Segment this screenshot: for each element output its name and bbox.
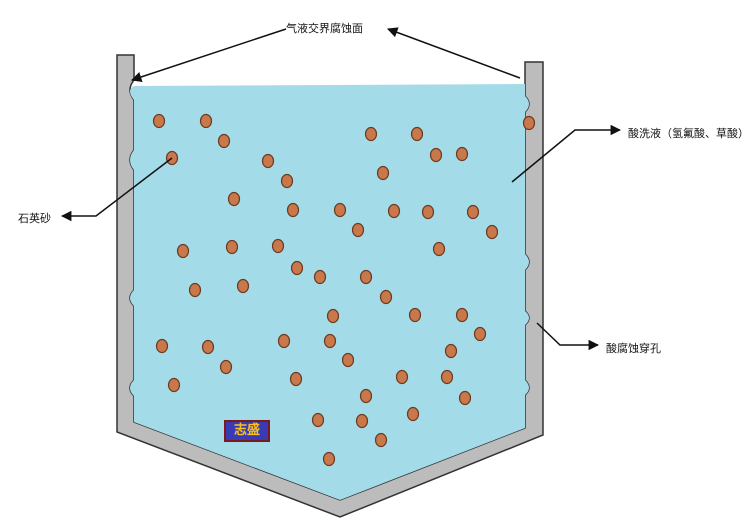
quartz-sand-particle	[326, 308, 340, 324]
quartz-sand-particle	[395, 369, 409, 385]
quartz-sand-particle	[408, 307, 422, 323]
quartz-sand-particle	[188, 282, 202, 298]
quartz-sand-particle	[152, 113, 166, 129]
quartz-sand-particle	[236, 278, 250, 294]
quartz-sand-particle	[406, 406, 420, 422]
acid-solution-label: 酸洗液（氢氟酸、草酸）	[628, 127, 749, 140]
quartz-sand-particle	[289, 371, 303, 387]
quartz-sand-particle	[199, 113, 213, 129]
quartz-sand-particle	[355, 413, 369, 429]
quartz-sand-particle	[455, 307, 469, 323]
quartz-sand-particle	[155, 338, 169, 354]
quartz-sand-particle	[227, 191, 241, 207]
interface-corrosion-label: 气液交界腐蚀面	[286, 22, 363, 35]
quartz-sand-particle	[455, 146, 469, 162]
quartz-sand-particle	[376, 165, 390, 181]
quartz-sand-particles	[152, 113, 536, 467]
quartz-sand-particle	[201, 339, 215, 355]
quartz-sand-particle	[387, 203, 401, 219]
quartz-sand-particle	[432, 241, 446, 257]
quartz-sand-particle	[219, 359, 233, 375]
quartz-sand-particle	[359, 269, 373, 285]
quartz-sand-particle	[421, 204, 435, 220]
quartz-sand-particle	[485, 224, 499, 240]
quartz-sand-particle	[286, 202, 300, 218]
quartz-sand-particle	[341, 352, 355, 368]
quartz-sand-particle	[322, 451, 336, 467]
quartz-sand-particle	[374, 432, 388, 448]
quartz-sand-particle	[458, 390, 472, 406]
quartz-sand-particle	[313, 269, 327, 285]
quartz-sand-particle	[466, 204, 480, 220]
quartz-sand-particle	[440, 369, 454, 385]
quartz-sand-particle	[379, 289, 393, 305]
quartz-sand-particle	[311, 412, 325, 428]
acid-leader	[511, 124, 622, 183]
acid-liquid	[130, 84, 529, 500]
quartz-sand-particle	[261, 153, 275, 169]
quartz-sand-label: 石英砂	[18, 212, 51, 225]
quartz-sand-particle	[444, 343, 458, 359]
quartz-sand-particle	[522, 115, 536, 131]
quartz-sand-particle	[277, 333, 291, 349]
quartz-sand-particle	[176, 243, 190, 259]
quartz-sand-particle	[271, 238, 285, 254]
quartz-sand-particle	[217, 133, 231, 149]
quartz-sand-particle	[410, 126, 424, 142]
quartz-sand-particle	[429, 147, 443, 163]
quartz-sand-particle	[351, 222, 365, 238]
quartz-sand-particle	[359, 388, 373, 404]
perforation-leader	[536, 322, 600, 351]
quartz-sand-particle	[167, 377, 181, 393]
sand-leader	[60, 157, 173, 222]
quartz-sand-particle	[225, 239, 239, 255]
interface-arrow-right	[387, 27, 521, 79]
interface-arrow-left	[131, 28, 287, 83]
quartz-sand-particle	[473, 326, 487, 342]
acid-perforation-label: 酸腐蚀穿孔	[606, 342, 661, 355]
quartz-sand-particle	[364, 126, 378, 142]
zhisheng-logo: 志盛	[224, 420, 270, 442]
quartz-sand-particle	[280, 173, 294, 189]
quartz-sand-particle	[323, 333, 337, 349]
quartz-sand-particle	[333, 202, 347, 218]
quartz-sand-particle	[290, 260, 304, 276]
